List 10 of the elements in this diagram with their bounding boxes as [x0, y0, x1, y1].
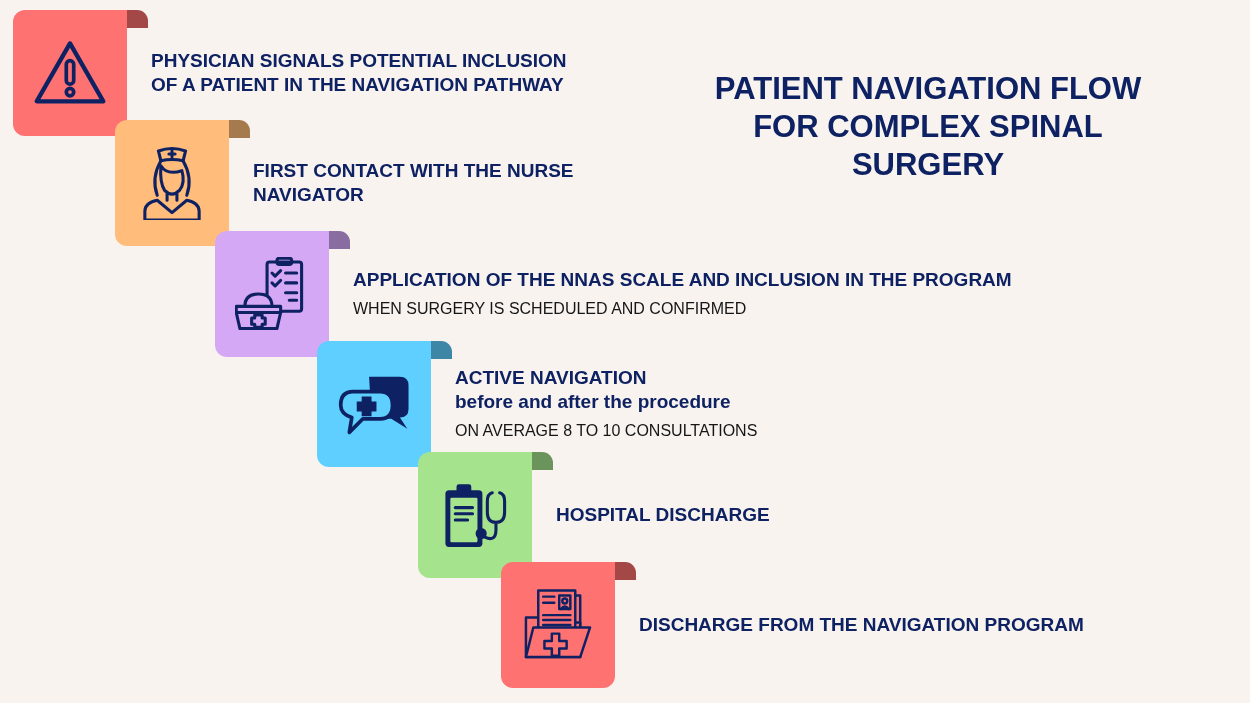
step-note: ON AVERAGE 8 TO 10 CONSULTATIONS: [455, 421, 759, 441]
step-heading: APPLICATION OF THE NNAS SCALE AND INCLUSION IN THE PROGRAM: [353, 268, 1013, 292]
step-heading: PHYSICIAN SIGNALS POTENTIAL INCLUSION OF A PATIENT IN THE NAVIGATION PATHWAY: [151, 49, 568, 97]
title: PATIENT NAVIGATION FLOW FOR COMPLEX SPINAL SURGERY: [713, 70, 1143, 184]
step-note: WHEN SURGERY IS SCHEDULED AND CONFIRMED: [353, 299, 748, 319]
step-heading: DISCHARGE FROM THE NAVIGATION PROGRAM: [639, 613, 1085, 637]
step-heading: ACTIVE NAVIGATION: [455, 366, 648, 390]
step-heading: FIRST CONTACT WITH THE NURSE NAVIGATOR: [253, 159, 575, 207]
step-heading: HOSPITAL DISCHARGE: [556, 503, 771, 527]
step-subheading: before and after the procedure: [455, 390, 732, 414]
